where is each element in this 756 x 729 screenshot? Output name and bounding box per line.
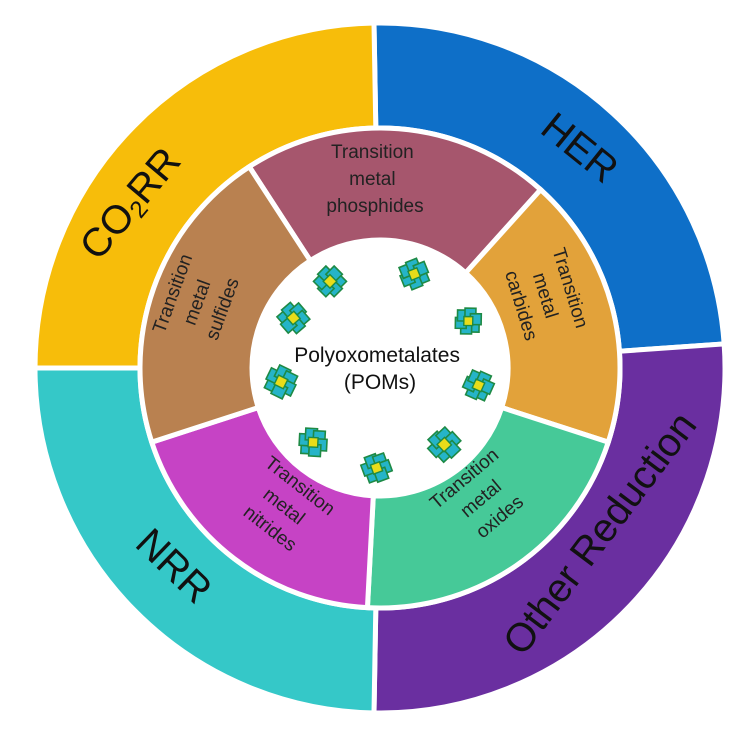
pom-cluster: [461, 368, 496, 402]
pom-cluster: [397, 257, 431, 291]
pom-cluster: [298, 427, 328, 458]
pom-cluster: [454, 307, 483, 335]
label-phosphides-line2: metal: [349, 169, 395, 190]
label-phosphides-line3: phosphides: [326, 196, 423, 217]
center-label-line2: (POMs): [344, 371, 416, 394]
pom-cluster: [263, 363, 299, 400]
label-phosphides-line1: Transition: [331, 142, 414, 163]
pom-cluster: [426, 425, 462, 464]
pom-cluster: [359, 451, 394, 484]
outer-ring: [32, 20, 728, 716]
pom-cluster-group: [263, 257, 496, 484]
center-label-line1: Polyoxometalates: [294, 344, 460, 367]
label-phosphides: Transition metal phosphides: [326, 142, 423, 217]
center-label: Polyoxometalates (POMs): [294, 344, 466, 394]
pom-cluster: [312, 264, 348, 298]
pom-cluster: [275, 301, 311, 335]
